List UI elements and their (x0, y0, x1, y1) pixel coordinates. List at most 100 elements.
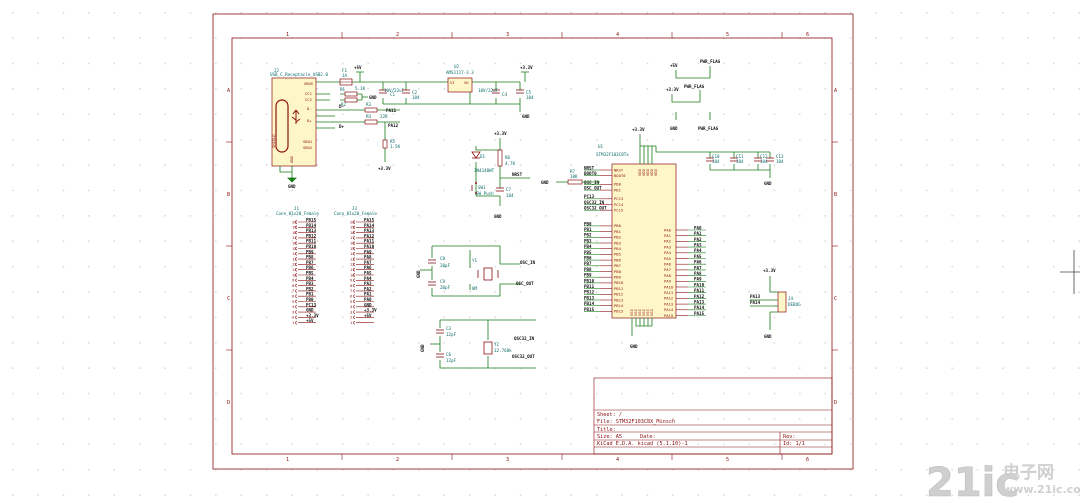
connector-pin-number: 5 (292, 299, 294, 304)
mcu-right-net: PA12 (694, 294, 705, 299)
connector-pin-number: 16 (292, 241, 297, 246)
connector-pin-number: 9 (292, 278, 295, 283)
mcu-left-net: PB15 (584, 307, 595, 312)
title-block-sheet: Sheet: / (597, 412, 622, 418)
connector-net-label: PA8 (364, 255, 372, 260)
mcu-pin-label: PB11 (614, 286, 624, 291)
mcu-right-net: PA1 (694, 231, 702, 236)
border-letter: C (834, 296, 837, 302)
j1-value: Conn_01x20_Female (276, 211, 319, 216)
power-flags (671, 66, 711, 120)
crystal-y2: Y2 32.768k (483, 341, 512, 355)
reg-3v3-label: +3.3V (520, 65, 533, 70)
regulator-u2: U2 AMS1117-3.3 VI VO (446, 64, 474, 93)
reset-gnd-label: GND (494, 214, 502, 219)
mcu-right-net: PA11 (694, 288, 705, 293)
border-letter: D (834, 400, 837, 406)
capacitor-c5 (516, 89, 524, 94)
capacitor-c4 (492, 89, 500, 94)
mcu-left-net: PB9 (584, 273, 592, 278)
connector-net-label: PA1 (364, 292, 372, 297)
connector-net-label: PA4 (364, 276, 372, 281)
r4-ref: R4 (366, 114, 372, 119)
connector-pin-number: 11 (292, 267, 297, 272)
mcu-pin-label: PB13 (614, 297, 623, 302)
connector-socket-icon (353, 236, 356, 240)
usb-ref: J2 (274, 68, 280, 73)
c9-value: 20pF (440, 285, 451, 290)
border-number: 1 (286, 32, 289, 38)
r1-ref: R1 (340, 87, 346, 92)
mcu-pin-label: PB5 (614, 252, 621, 257)
resistor-r5: R5 1.5K (382, 139, 401, 149)
mcu-left-net: PB4 (584, 244, 592, 249)
resistor-r6: R6 4.7K (497, 149, 516, 167)
connector-socket-icon (295, 252, 298, 256)
connector-pin-number: 1 (350, 320, 353, 325)
c13-ref: C13 (776, 154, 784, 159)
pa12-label: PA12 (388, 123, 399, 128)
connector-socket-icon (295, 310, 298, 314)
usb-c-connector: J2 USB_C_Receptacle_USB2.0 VBUS CC1 CC2 … (270, 68, 328, 167)
reset-3v3-label: +3.3V (494, 131, 507, 136)
r7-value: 10K (570, 174, 578, 179)
connector-pin-number: 3 (350, 309, 352, 314)
mcu-left-net: PB7 (584, 261, 592, 266)
connector-socket-icon (295, 241, 298, 245)
mcu-power-wires (631, 134, 771, 336)
connector-pin-number: 6 (350, 294, 353, 299)
r6-ref: R6 (505, 155, 511, 160)
border-letter: A (834, 88, 838, 94)
r5-ref: R5 (390, 139, 396, 144)
connector-pin-number: 4 (350, 304, 353, 309)
c13-value: 104 (776, 159, 784, 164)
osc32-out-label: OSC32_OUT (512, 354, 535, 359)
power-wires-top (340, 71, 529, 105)
r3-ref: R3 (366, 102, 372, 107)
usb-resistor-value: 22R (380, 114, 388, 119)
connector-net-label: +5V (306, 318, 314, 323)
mcu-value: STM32F103C8Tx (596, 152, 629, 157)
title-block (593, 377, 833, 455)
title-block-rev: Rev: (783, 434, 796, 440)
c7-value: 104 (506, 193, 514, 198)
capacitor-c2 (402, 89, 410, 94)
cc-resistor-value: 5.1K (355, 86, 366, 91)
sw1-value: SW_Push (476, 191, 494, 196)
border-ticks (226, 32, 838, 460)
connector-pin-number: 10 (292, 272, 297, 277)
y2-value: 32.768k (494, 348, 512, 353)
connector-socket-icon (295, 283, 298, 288)
connector-pin-number: 14 (350, 251, 355, 256)
usb-pin-shield: SHIELD (271, 134, 276, 148)
resistor-r4: R4 22R (364, 114, 388, 125)
mcu-left-net: PB8 (584, 267, 592, 272)
mcu-pin-label: PA5 (664, 256, 671, 261)
border-letter: B (227, 192, 230, 198)
connector-net-label: PA13 (364, 228, 375, 233)
mcu-pin-label: PA6 (664, 262, 672, 267)
connector-socket-icon (295, 246, 298, 251)
usb-value: USB_C_Receptacle_USB2.0 (270, 72, 328, 77)
connector-net-label: PB10 (306, 244, 317, 249)
connector-net-label: PA10 (364, 244, 375, 249)
connector-pin-number: 7 (350, 288, 352, 293)
connector-socket-icon (295, 289, 298, 293)
mcu-left-net: PB12 (584, 290, 595, 295)
connector-net-label: PB3 (306, 281, 314, 286)
d1-ref: D1 (480, 154, 486, 159)
connector-socket-icon (295, 315, 298, 320)
crystal-gnd-label: GND (416, 270, 421, 278)
mcu-left-net: PB13 (584, 295, 595, 300)
mcu-left-net: PB2 (584, 233, 592, 238)
usb-pin-cc2: CC2 (305, 97, 312, 102)
connector-socket-icon (295, 299, 298, 304)
mcu-ref: U1 (598, 144, 604, 149)
connector-net-label: PB4 (306, 276, 314, 281)
usb-pin-gnd: GND (289, 155, 294, 163)
title-block-file: File: STM32F103C8X_Minsch (597, 419, 675, 425)
title-block-id: Id: 1/1 (783, 441, 805, 447)
usb-gnd-label: GND (288, 184, 296, 189)
mcu-pin-label: PA15 (664, 313, 673, 318)
c1-ref: C1 (390, 92, 396, 97)
